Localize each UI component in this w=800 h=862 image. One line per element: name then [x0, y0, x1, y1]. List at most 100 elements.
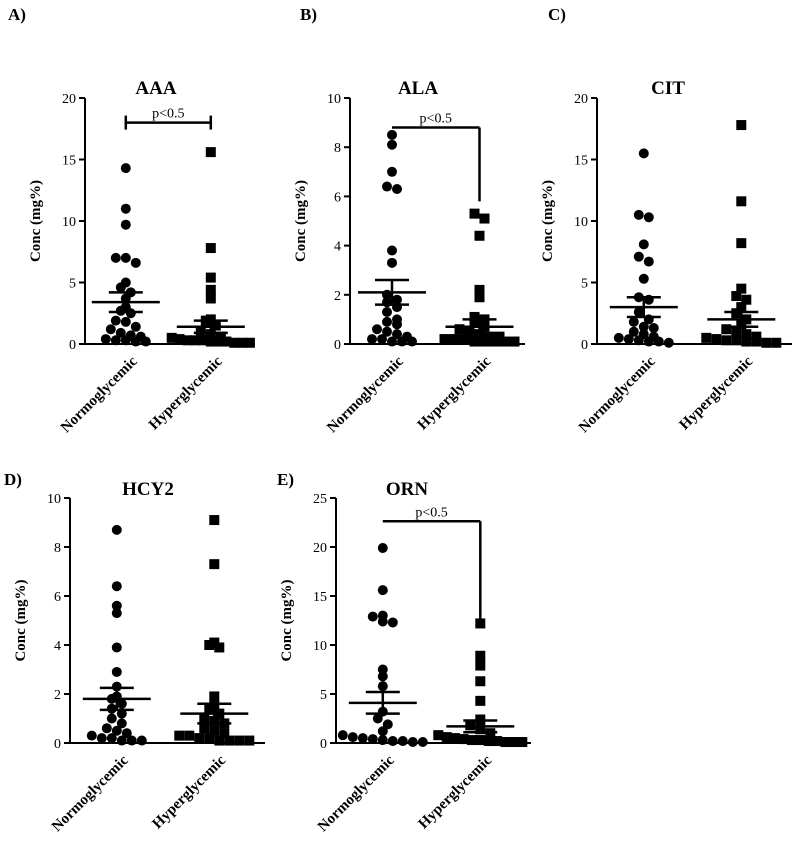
x-category-label: Hyperglycemic — [146, 353, 226, 433]
data-point-normoglycemic — [633, 307, 644, 318]
data-point-hyperglycemic — [736, 120, 747, 131]
y-tick-label: 0 — [581, 338, 588, 353]
y-axis-label: Conc (mg%) — [28, 180, 44, 262]
data-point-normoglycemic — [367, 734, 378, 745]
data-point-hyperglycemic — [701, 332, 712, 343]
y-tick-label: 0 — [69, 338, 76, 353]
data-point-hyperglycemic — [741, 294, 752, 305]
data-point-normoglycemic — [392, 294, 402, 305]
data-point-hyperglycemic — [213, 336, 224, 347]
data-point-hyperglycemic — [194, 733, 205, 744]
data-point-normoglycemic — [653, 336, 664, 347]
y-tick-label: 20 — [62, 92, 76, 107]
data-point-normoglycemic — [387, 166, 397, 177]
data-point-normoglycemic — [100, 334, 111, 345]
data-point-normoglycemic — [382, 326, 392, 337]
data-point-normoglycemic — [387, 617, 398, 628]
significance-label: p<0.5 — [152, 107, 184, 122]
y-axis-label: Conc (mg%) — [279, 579, 295, 661]
data-point-hyperglycemic — [205, 147, 216, 158]
data-point-normoglycemic — [648, 323, 659, 334]
data-point-normoglycemic — [111, 725, 122, 736]
data-point-hyperglycemic — [721, 335, 732, 346]
data-point-normoglycemic — [121, 728, 132, 739]
data-point-hyperglycemic — [474, 230, 485, 241]
data-point-normoglycemic — [357, 733, 368, 744]
panel-letter: C) — [548, 5, 566, 24]
data-point-hyperglycemic — [474, 284, 485, 295]
x-category-label: Normoglycemic — [58, 353, 141, 436]
data-point-hyperglycemic — [229, 337, 240, 348]
data-point-normoglycemic — [377, 671, 388, 682]
y-tick-label: 2 — [334, 289, 341, 304]
data-point-normoglycemic — [337, 730, 348, 741]
data-point-hyperglycemic — [449, 334, 460, 345]
y-tick-label: 10 — [574, 215, 588, 230]
x-category-label: Normoglycemic — [324, 353, 407, 436]
data-point-normoglycemic — [86, 730, 97, 741]
data-point-hyperglycemic — [205, 336, 216, 347]
data-point-normoglycemic — [643, 212, 654, 223]
data-point-hyperglycemic — [441, 732, 452, 743]
y-axis-label: Conc (mg%) — [13, 579, 29, 661]
data-point-hyperglycemic — [458, 734, 469, 745]
data-point-hyperglycemic — [433, 730, 444, 741]
data-point-normoglycemic — [120, 316, 131, 327]
data-point-hyperglycemic — [751, 336, 762, 347]
data-point-normoglycemic — [130, 336, 141, 347]
data-point-hyperglycemic — [199, 723, 210, 734]
data-point-hyperglycemic — [731, 291, 742, 302]
chart-title: ORN — [386, 479, 429, 500]
data-point-hyperglycemic — [221, 336, 232, 347]
data-point-hyperglycemic — [711, 334, 722, 345]
y-tick-label: 5 — [581, 277, 588, 292]
data-point-hyperglycemic — [509, 336, 520, 347]
data-point-normoglycemic — [130, 321, 141, 332]
y-axis-label: Conc (mg%) — [540, 180, 556, 262]
data-point-normoglycemic — [372, 324, 382, 335]
data-point-hyperglycemic — [464, 326, 475, 337]
data-point-hyperglycemic — [761, 337, 772, 348]
data-point-hyperglycemic — [771, 337, 782, 348]
data-point-hyperglycemic — [174, 334, 185, 345]
panel-letter: D) — [4, 470, 22, 489]
data-point-hyperglycemic — [736, 196, 747, 207]
data-point-normoglycemic — [633, 251, 644, 262]
data-point-hyperglycemic — [184, 730, 195, 741]
data-point-normoglycemic — [116, 718, 127, 729]
data-point-hyperglycemic — [731, 326, 742, 337]
x-category-label: Hyperglycemic — [415, 752, 495, 832]
panel-letter: B) — [300, 5, 317, 24]
data-point-hyperglycemic — [736, 302, 747, 313]
data-point-hyperglycemic — [499, 336, 510, 347]
data-point-hyperglycemic — [224, 735, 235, 746]
data-point-normoglycemic — [111, 600, 122, 611]
data-point-hyperglycemic — [479, 213, 490, 224]
data-point-normoglycemic — [111, 666, 122, 677]
data-point-normoglycemic — [387, 257, 397, 268]
data-point-hyperglycemic — [483, 736, 494, 747]
y-tick-label: 6 — [334, 190, 341, 205]
data-point-normoglycemic — [628, 316, 639, 327]
data-point-hyperglycemic — [205, 284, 216, 295]
data-point-hyperglycemic — [234, 735, 245, 746]
data-point-hyperglycemic — [182, 335, 193, 346]
data-point-normoglycemic — [377, 726, 388, 737]
data-point-normoglycemic — [126, 735, 137, 746]
data-point-hyperglycemic — [205, 293, 216, 304]
data-point-hyperglycemic — [450, 733, 461, 744]
data-point-normoglycemic — [106, 733, 117, 744]
significance-label: p<0.5 — [415, 505, 447, 520]
data-point-hyperglycemic — [209, 559, 220, 570]
data-point-hyperglycemic — [209, 691, 220, 702]
chart-title: AAA — [135, 78, 176, 99]
data-point-normoglycemic — [120, 203, 131, 214]
x-category-label: Hyperglycemic — [149, 752, 229, 832]
data-point-hyperglycemic — [479, 336, 490, 347]
x-category-label: Normoglycemic — [576, 353, 659, 436]
data-point-normoglycemic — [663, 337, 674, 348]
x-category-label: Hyperglycemic — [676, 353, 756, 433]
data-point-normoglycemic — [105, 324, 116, 335]
